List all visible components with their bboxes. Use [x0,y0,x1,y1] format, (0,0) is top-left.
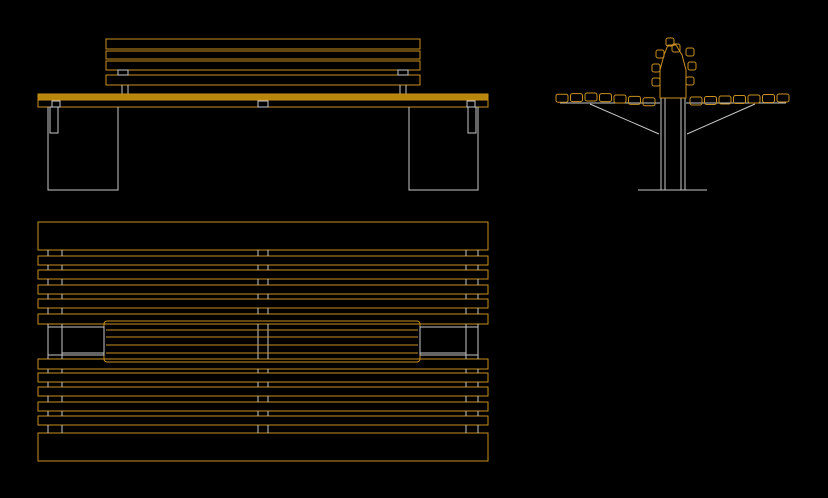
section-slat [762,94,775,103]
backrest-slats [105,38,421,86]
section-slat [655,49,665,59]
plan-slat [37,269,489,280]
backrest-slat [105,38,421,50]
section-slat [718,95,732,105]
backrest-brackets [117,69,409,94]
support-stay [589,103,660,135]
section-slat [665,37,675,47]
post-footprint [47,326,105,356]
seat-top-plank [37,93,489,101]
support-stay [686,103,756,135]
section-slat [689,96,703,106]
plan-slat [37,255,489,266]
section-slat [704,96,717,105]
side-slats [555,37,790,107]
end-block [467,106,477,134]
plan-slat [37,401,489,412]
section-slat [628,95,641,105]
section-slat [687,61,697,71]
plan-slat [37,358,489,370]
section-slat [671,43,681,53]
leg-outline [408,107,479,191]
plan-slat [37,415,489,426]
plan-slat [37,284,489,295]
section-slat [685,47,695,57]
backrest-slat [105,74,421,86]
front-elevation-view [37,38,489,191]
plan-slat [37,313,489,325]
leg-right [408,107,479,191]
section-slat [570,93,583,103]
side-section-view [555,37,790,191]
backrest-slat [105,60,421,71]
leg-outline [47,107,119,191]
plan-post-footprints [47,326,479,356]
section-slat [613,94,627,104]
section-slat [584,92,598,102]
section-slat [685,76,695,86]
section-slat [555,93,569,103]
plan-slat [37,432,489,462]
bracket [117,69,129,76]
leg-left [47,107,119,191]
central-post [560,98,786,191]
post-footprint [419,326,479,356]
section-slat [651,77,661,87]
section-slat [599,93,612,103]
plan-slat [37,221,489,251]
section-slat [651,63,661,73]
section-slat [747,94,761,104]
plan-slat [37,298,489,309]
end-block [49,106,59,134]
plan-view [37,221,489,462]
section-slat [642,97,656,107]
section-slat [776,93,790,103]
section-slat [733,95,746,104]
plan-slat [37,372,489,383]
bracket [397,69,409,76]
backrest-slat [105,50,421,60]
plan-slat [37,386,489,397]
seat-center-clip [257,100,269,108]
